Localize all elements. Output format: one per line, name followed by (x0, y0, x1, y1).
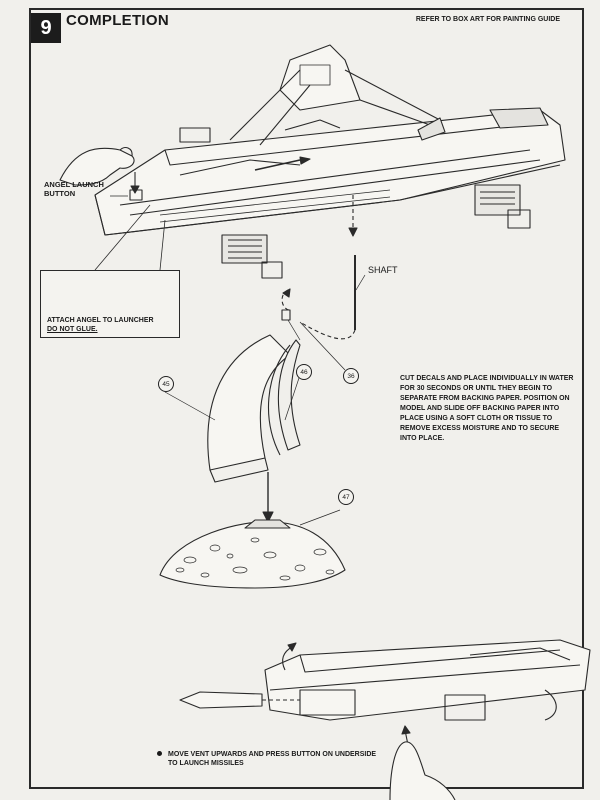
bullet-dot (157, 751, 162, 756)
part-number-47: 47 (338, 489, 354, 505)
callout-line-2: DO NOT GLUE. (47, 325, 98, 333)
callout-line-1: ATTACH ANGEL TO LAUNCHER (47, 317, 154, 324)
step-number-badge: 9 (31, 13, 61, 43)
callout-text: ATTACH ANGEL TO LAUNCHER DO NOT GLUE. (47, 317, 154, 334)
bottom-hand-drawing (389, 741, 456, 800)
launcher-callout-box: ATTACH ANGEL TO LAUNCHER DO NOT GLUE. (40, 270, 180, 338)
missile-launcher-drawing (179, 639, 591, 746)
painting-guide-note: REFER TO BOX ART FOR PAINTING GUIDE (415, 16, 560, 23)
page-frame (29, 8, 584, 789)
part-number-36: 36 (343, 368, 359, 384)
hand-drawing (59, 147, 135, 186)
part-number-45: 45 (158, 376, 174, 392)
carrier-ship-drawing (94, 44, 566, 279)
angel-launch-button-label: ANGEL LAUNCH BUTTON (44, 180, 104, 198)
moon-base-drawing (159, 509, 346, 589)
shaft-drawing (281, 195, 366, 340)
shaft-label: SHAFT (368, 265, 398, 275)
step-title: COMPLETION (66, 12, 169, 29)
decal-instructions: CUT DECALS AND PLACE INDIVIDUALLY IN WAT… (400, 375, 574, 442)
launch-missiles-instructions: MOVE VENT UPWARDS AND PRESS BUTTON ON UN… (168, 751, 377, 767)
stand-arm-drawing (164, 334, 301, 483)
part-number-46: 46 (296, 364, 312, 380)
